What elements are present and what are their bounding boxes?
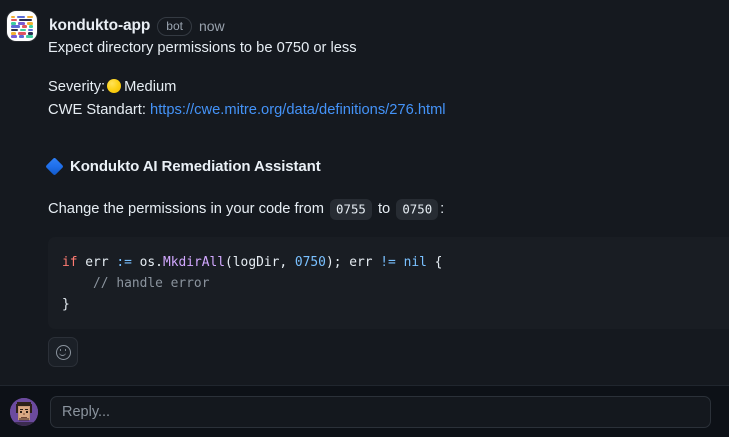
reply-bar bbox=[0, 385, 729, 437]
severity-row: Severity: Medium bbox=[48, 76, 176, 98]
code-snippet-text: if err := os.MkdirAll(logDir, 0750); err… bbox=[62, 255, 443, 312]
cwe-row: CWE Standart: https://cwe.mitre.org/data… bbox=[48, 99, 446, 121]
reply-input[interactable] bbox=[50, 395, 711, 428]
blue-diamond-icon bbox=[45, 157, 64, 176]
cwe-label: CWE Standart: bbox=[48, 102, 146, 118]
comment-author[interactable]: kondukto-app bbox=[49, 17, 151, 35]
instruction-middle: to bbox=[377, 201, 391, 217]
kondukto-app-logo-icon bbox=[7, 11, 37, 41]
user-avatar[interactable] bbox=[10, 397, 38, 426]
code-snippet-block: if err := os.MkdirAll(logDir, 0750); err… bbox=[48, 237, 729, 329]
severity-label: Severity: bbox=[48, 79, 106, 95]
smiley-face-icon bbox=[55, 344, 71, 360]
add-reaction-button[interactable] bbox=[48, 337, 78, 367]
instruction-suffix: : bbox=[440, 201, 445, 217]
comment-timestamp: now bbox=[198, 18, 225, 34]
instruction-prefix: Change the permissions in your code from bbox=[48, 201, 324, 217]
bot-badge: bot bbox=[157, 16, 192, 36]
code-chip-to: 0750 bbox=[396, 198, 439, 220]
finding-title: Expect directory permissions to be 0750 … bbox=[48, 40, 357, 56]
remediation-instruction: Change the permissions in your code from… bbox=[48, 198, 444, 220]
severity-value: Medium bbox=[124, 79, 177, 95]
cwe-link[interactable]: https://cwe.mitre.org/data/definitions/2… bbox=[150, 102, 446, 118]
assistant-heading: Kondukto AI Remediation Assistant bbox=[45, 157, 321, 176]
assistant-title: Kondukto AI Remediation Assistant bbox=[70, 158, 321, 175]
bot-comment: kondukto-app bot now Expect directory pe… bbox=[7, 11, 729, 367]
code-chip-from: 0755 bbox=[330, 198, 372, 220]
comment-header: kondukto-app bot now bbox=[7, 11, 225, 41]
severity-dot-icon bbox=[107, 79, 122, 93]
